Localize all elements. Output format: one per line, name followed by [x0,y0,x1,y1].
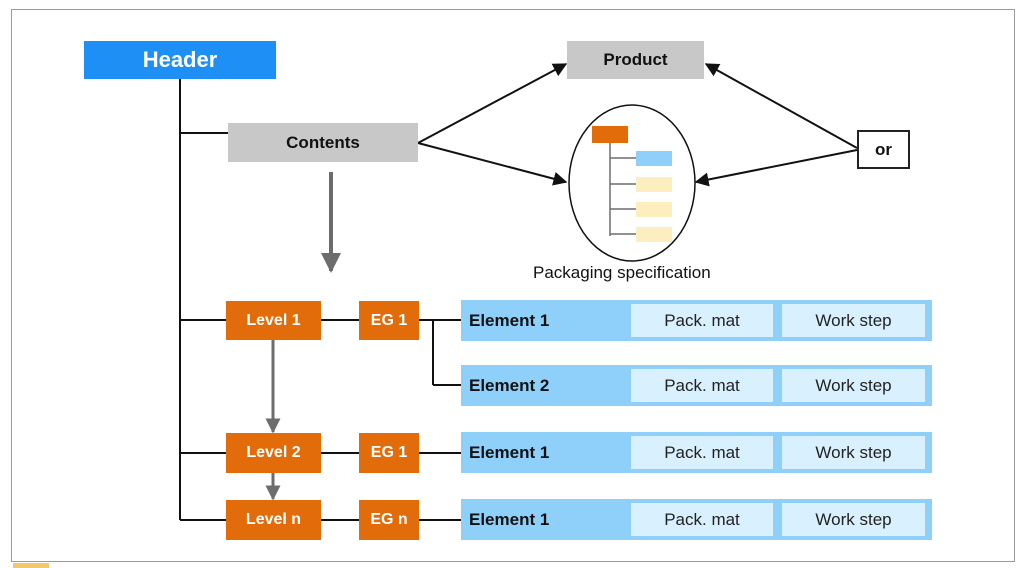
element-row: Element 2 Pack. mat Work step [461,365,932,406]
tree-node-yellow-3 [636,227,672,242]
eg-1-level-2-box: EG 1 [359,433,419,473]
pack-mat-cell: Pack. mat [631,436,773,469]
or-box: or [857,130,910,169]
or-to-packaging-arrow [694,149,858,187]
element-row: Element 1 Pack. mat Work step [461,300,932,341]
level-2-box: Level 2 [226,433,321,473]
element-label: Element 1 [469,442,550,462]
tree-root-node [592,126,628,143]
corner-tab [13,563,49,568]
level-n-box: Level n [226,500,321,540]
product-box: Product [567,41,704,79]
work-step-cell: Work step [782,369,925,402]
element-row: Element 1 Pack. mat Work step [461,432,932,473]
element-row: Element 1 Pack. mat Work step [461,499,932,540]
contents-to-product-arrow [417,63,568,144]
element-label: Element 2 [469,375,550,395]
level-2-label: Level 2 [246,444,301,461]
eg-1-box: EG 1 [359,301,419,340]
contents-to-packaging-arrow [417,142,568,186]
level-1-label: Level 1 [246,311,301,329]
or-label: or [875,139,892,159]
header-box: Header [84,41,276,79]
eg-n-box: EG n [359,500,419,540]
tree-node-yellow-1 [636,177,672,192]
contents-label: Contents [286,132,360,152]
pack-mat-cell: Pack. mat [631,369,773,402]
pack-mat-cell: Pack. mat [631,503,773,536]
header-label: Header [142,47,218,72]
eg-1-label: EG 1 [370,311,408,329]
packaging-specification-caption: Packaging specification [533,263,711,282]
element-label: Element 1 [469,310,550,330]
eg-n-label: EG n [370,511,408,528]
packaging-ellipse [568,104,696,262]
work-step-cell: Work step [782,436,925,469]
contents-box: Contents [228,123,418,162]
level-1-box: Level 1 [226,301,321,340]
or-to-product-arrow [704,63,858,149]
product-label: Product [603,50,668,69]
work-step-cell: Work step [782,503,925,536]
tree-node-yellow-2 [636,202,672,217]
tree-node-blue [636,151,672,166]
level-n-label: Level n [245,511,302,528]
element-label: Element 1 [469,509,550,529]
eg-1-level-2-label: EG 1 [370,444,408,461]
pack-mat-cell: Pack. mat [631,304,773,337]
work-step-cell: Work step [782,304,925,337]
